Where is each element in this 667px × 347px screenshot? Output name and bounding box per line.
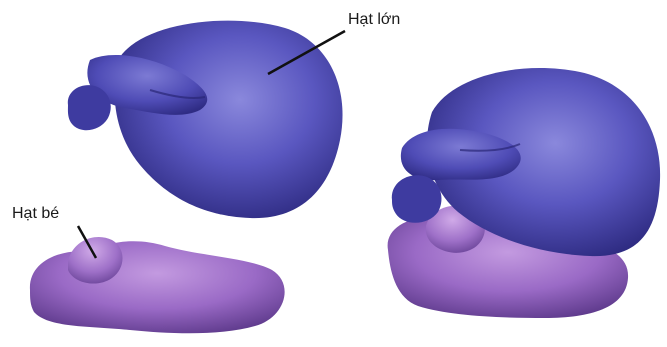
large-subunit-label: Hạt lớn [348, 12, 400, 28]
small-subunit-separate [30, 237, 285, 333]
large-subunit-separate [68, 21, 343, 218]
small-subunit-label: Hạt bé [12, 206, 59, 222]
